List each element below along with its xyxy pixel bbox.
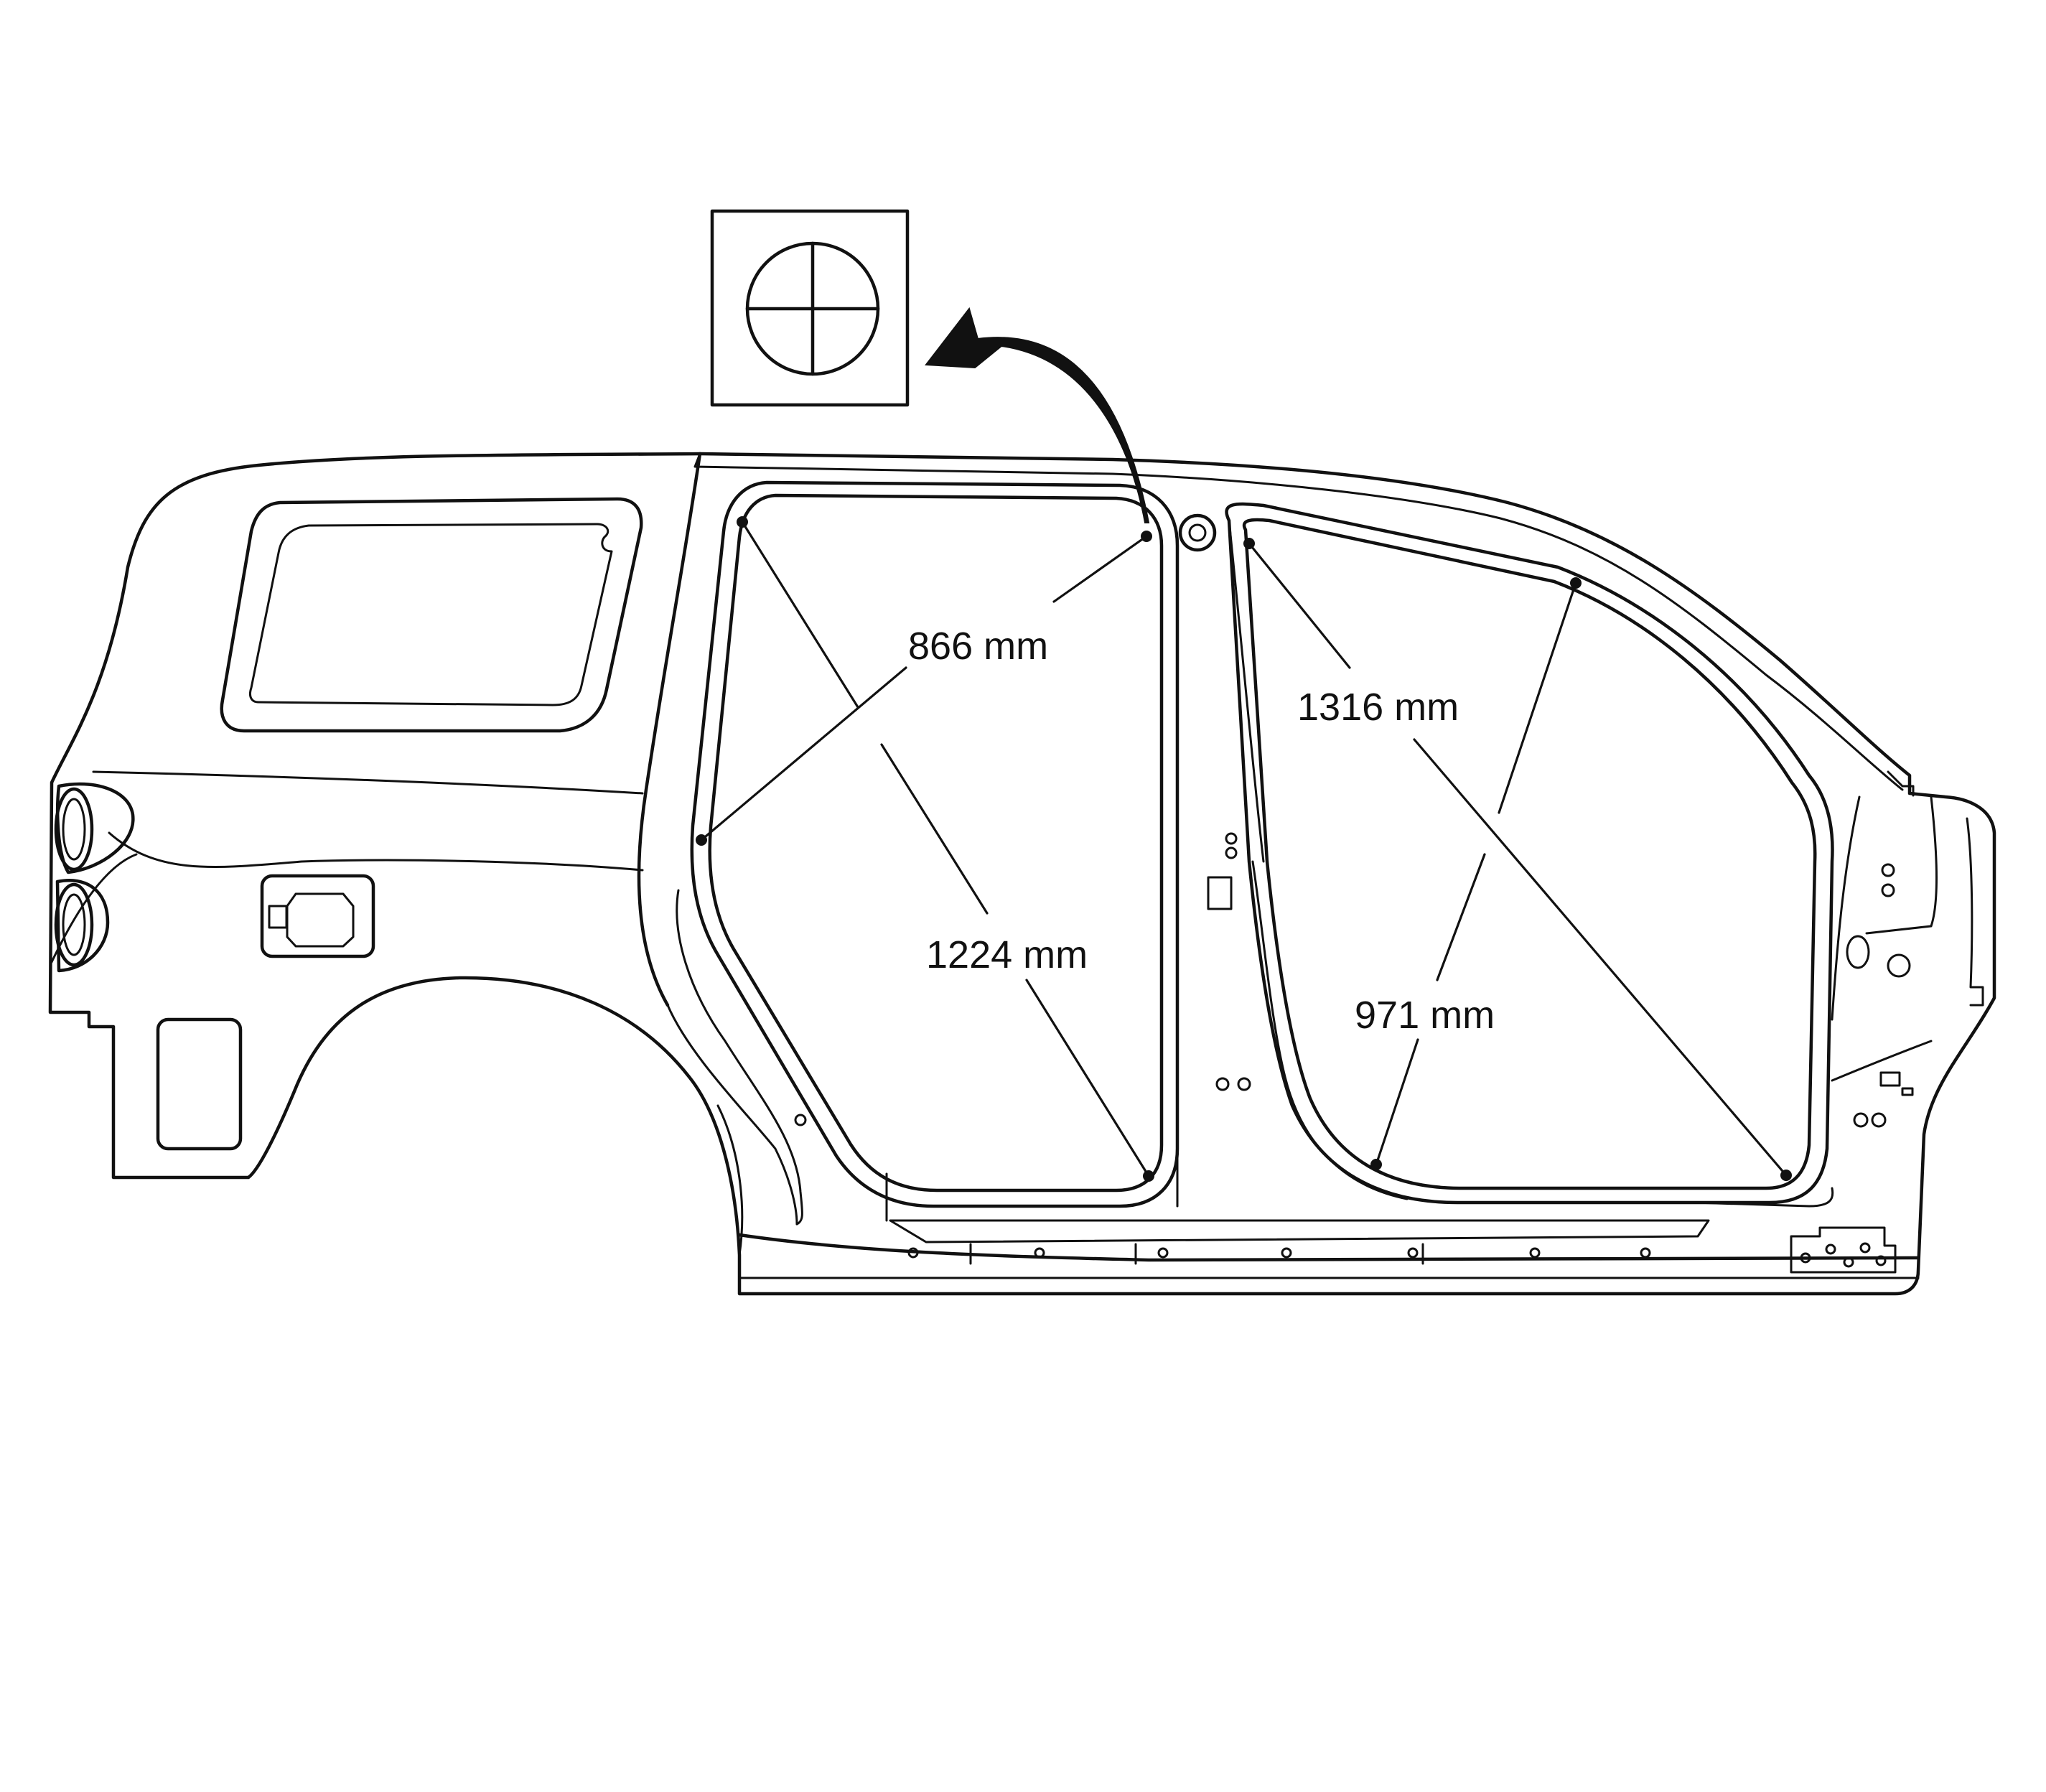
- rocker-upper: [737, 1233, 1920, 1262]
- body-outer-outline: [48, 452, 1996, 1296]
- dimension-label-971: 971 mm: [1355, 994, 1495, 1037]
- curved-arrow-icon: [925, 307, 1150, 523]
- b-pillar-right: [1228, 519, 1265, 863]
- rear-pillar-seal-strip: [676, 889, 803, 1226]
- inset-frame: [710, 209, 910, 407]
- point-front-upper-rear: [1243, 538, 1255, 549]
- rear-door-opening-outer: [690, 480, 1180, 1208]
- rocker-strip: [889, 1219, 1710, 1243]
- dim-1224-segment-a: [741, 521, 859, 709]
- dim-866-segment-b: [700, 666, 907, 841]
- dimension-label-866: 866 mm: [908, 625, 1048, 668]
- dimension-label-1316: 1316 mm: [1297, 686, 1459, 729]
- rear-lower-panel: [156, 1017, 243, 1151]
- hinge-pillar-holes: [1846, 863, 1914, 1128]
- quarter-lower-line-2: [50, 853, 138, 963]
- b-pillar-holes: [1207, 832, 1251, 1091]
- dim-1224-segment-c: [1025, 979, 1150, 1177]
- dim-866-segment-a: [1052, 535, 1148, 603]
- roof-rail-line: [693, 452, 1904, 791]
- rocker-holes: [907, 1247, 1651, 1259]
- point-front-lower-rear: [1370, 1159, 1382, 1170]
- dim-1316-segment-b: [1413, 738, 1788, 1177]
- body-side-panel: [48, 452, 1996, 1296]
- measurement-points: [696, 516, 1792, 1182]
- dim-1224-segment-b: [880, 743, 989, 915]
- quarter-character-line: [92, 770, 644, 795]
- rear-door-opening-inner: [708, 493, 1164, 1193]
- quarter-lower-line: [108, 831, 644, 872]
- dimension-labels: 866 mm 1224 mm 1316 mm 971 mm: [908, 625, 1495, 1037]
- point-rear-upper-front: [1141, 531, 1152, 542]
- dim-971-segment-b: [1436, 853, 1486, 981]
- hood-corner: [1887, 770, 1915, 797]
- rear-pillar-hole: [794, 1114, 807, 1126]
- hinge-pillar-edge-2: [1865, 795, 1938, 935]
- dim-971-segment-c: [1375, 1038, 1419, 1166]
- crosshair-circle-icon: [745, 241, 880, 376]
- tail-lamp-upper: [54, 782, 135, 874]
- rocker-right-line: [1693, 1187, 1834, 1208]
- quarter-window-outer: [220, 497, 643, 733]
- dim-1316-segment-a: [1248, 542, 1351, 669]
- dimension-lines: [700, 521, 1788, 1177]
- point-rear-mid-rear: [696, 834, 707, 846]
- rear-pillar-seal-strip-2: [666, 1004, 798, 1226]
- b-pillar-striker-icon: [1178, 513, 1217, 552]
- rocker-bracket: [1790, 1226, 1897, 1274]
- dim-971-segment-a: [1498, 582, 1577, 814]
- point-front-upper-front: [1570, 577, 1582, 589]
- point-rear-upper-rear: [737, 516, 748, 528]
- hinge-pillar-edge-1: [1831, 795, 1861, 1021]
- front-door-opening-inner: [1243, 518, 1817, 1190]
- measurement-point-inset: [710, 209, 1150, 523]
- dimension-label-1224: 1224 mm: [926, 933, 1088, 976]
- c-pillar-edge: [637, 452, 702, 1007]
- fuel-door: [260, 874, 375, 958]
- rocker-dividers: [969, 1243, 1424, 1265]
- hinge-pillar-edge-4: [1831, 1040, 1933, 1082]
- point-front-lower-front: [1780, 1170, 1792, 1181]
- hinge-pillar-edge-3: [1966, 817, 1984, 1007]
- quarter-window-inner: [248, 523, 613, 706]
- point-rear-lower-front: [1143, 1170, 1154, 1182]
- front-door-opening-outer: [1225, 502, 1834, 1205]
- tail-lamp-lower: [54, 879, 110, 973]
- front-pillar-seal-strip: [1251, 860, 1409, 1200]
